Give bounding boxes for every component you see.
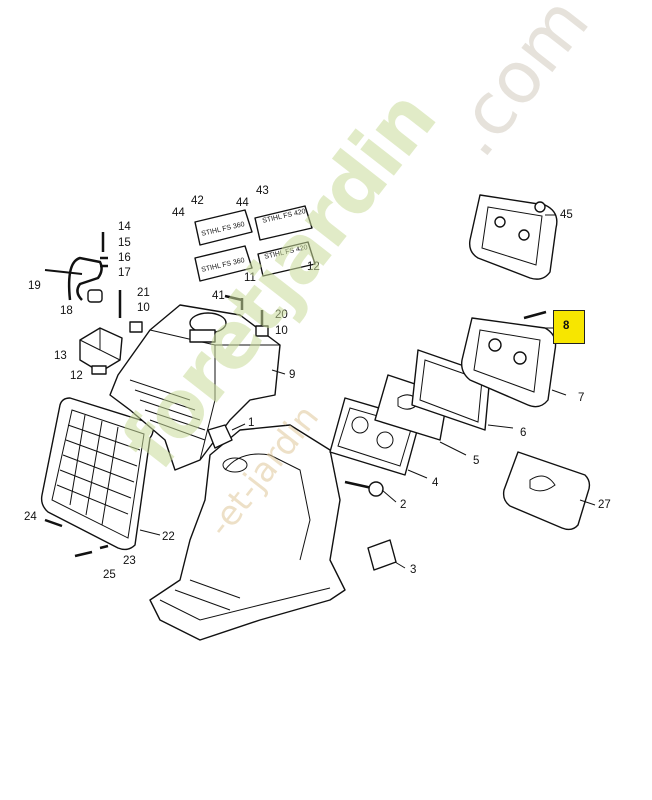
callout-21: 20 (275, 309, 288, 321)
part-8-screw (523, 310, 547, 320)
part-3-part (367, 539, 397, 571)
part-1-switch (207, 424, 233, 449)
part-24-26-screws (74, 544, 109, 558)
callout-44b: 44 (236, 197, 249, 209)
callout-24: 23 (123, 555, 136, 567)
part-14-bracket (79, 327, 123, 373)
callout-27: 27 (598, 499, 611, 511)
callout-5: 5 (473, 455, 480, 467)
callout-8: 8 (563, 320, 570, 332)
callout-44a: 44 (172, 207, 185, 219)
part-45-assembly (468, 194, 558, 280)
part-19-20-clamp (44, 256, 103, 303)
callout-16: 15 (118, 237, 131, 249)
callout-22: 21 (137, 287, 150, 299)
callout-9: 9 (289, 369, 296, 381)
part-13-nut (91, 365, 107, 375)
part-27-pad (502, 451, 591, 531)
callout-26: 25 (103, 569, 116, 581)
callout-20: 19 (28, 280, 41, 292)
callout-19: 18 (60, 305, 73, 317)
callout-17: 16 (118, 252, 131, 264)
callout-2: 2 (400, 499, 407, 511)
callout-11: 11 (244, 272, 256, 284)
callout-13: 12 (70, 370, 83, 382)
callout-4: 4 (432, 477, 439, 489)
callout-10b: 10 (275, 325, 288, 337)
callout-12: 12 (307, 261, 320, 273)
callout-3: 3 (410, 564, 417, 576)
callout-18: 17 (118, 267, 131, 279)
engine-housing (149, 424, 346, 641)
callout-1: 1 (248, 417, 255, 429)
callout-15: 14 (118, 221, 131, 233)
part-23-grille (40, 397, 154, 551)
callout-7: 7 (578, 392, 585, 404)
callout-45: 45 (560, 209, 573, 221)
callout-41: 41 (212, 290, 225, 302)
callout-14: 13 (54, 350, 67, 362)
callout-10a: 10 (137, 302, 150, 314)
small-screws (100, 232, 269, 337)
plates (194, 205, 316, 282)
highlight-box-8 (553, 310, 585, 344)
callout-43: 43 (256, 185, 269, 197)
part-9-shroud (109, 304, 281, 471)
callout-23: 22 (162, 531, 175, 543)
part-2-knob (344, 480, 384, 497)
callout-42: 42 (191, 195, 204, 207)
part-25-screw (44, 518, 63, 528)
callout-6: 6 (520, 427, 527, 439)
callout-25: 24 (24, 511, 37, 523)
